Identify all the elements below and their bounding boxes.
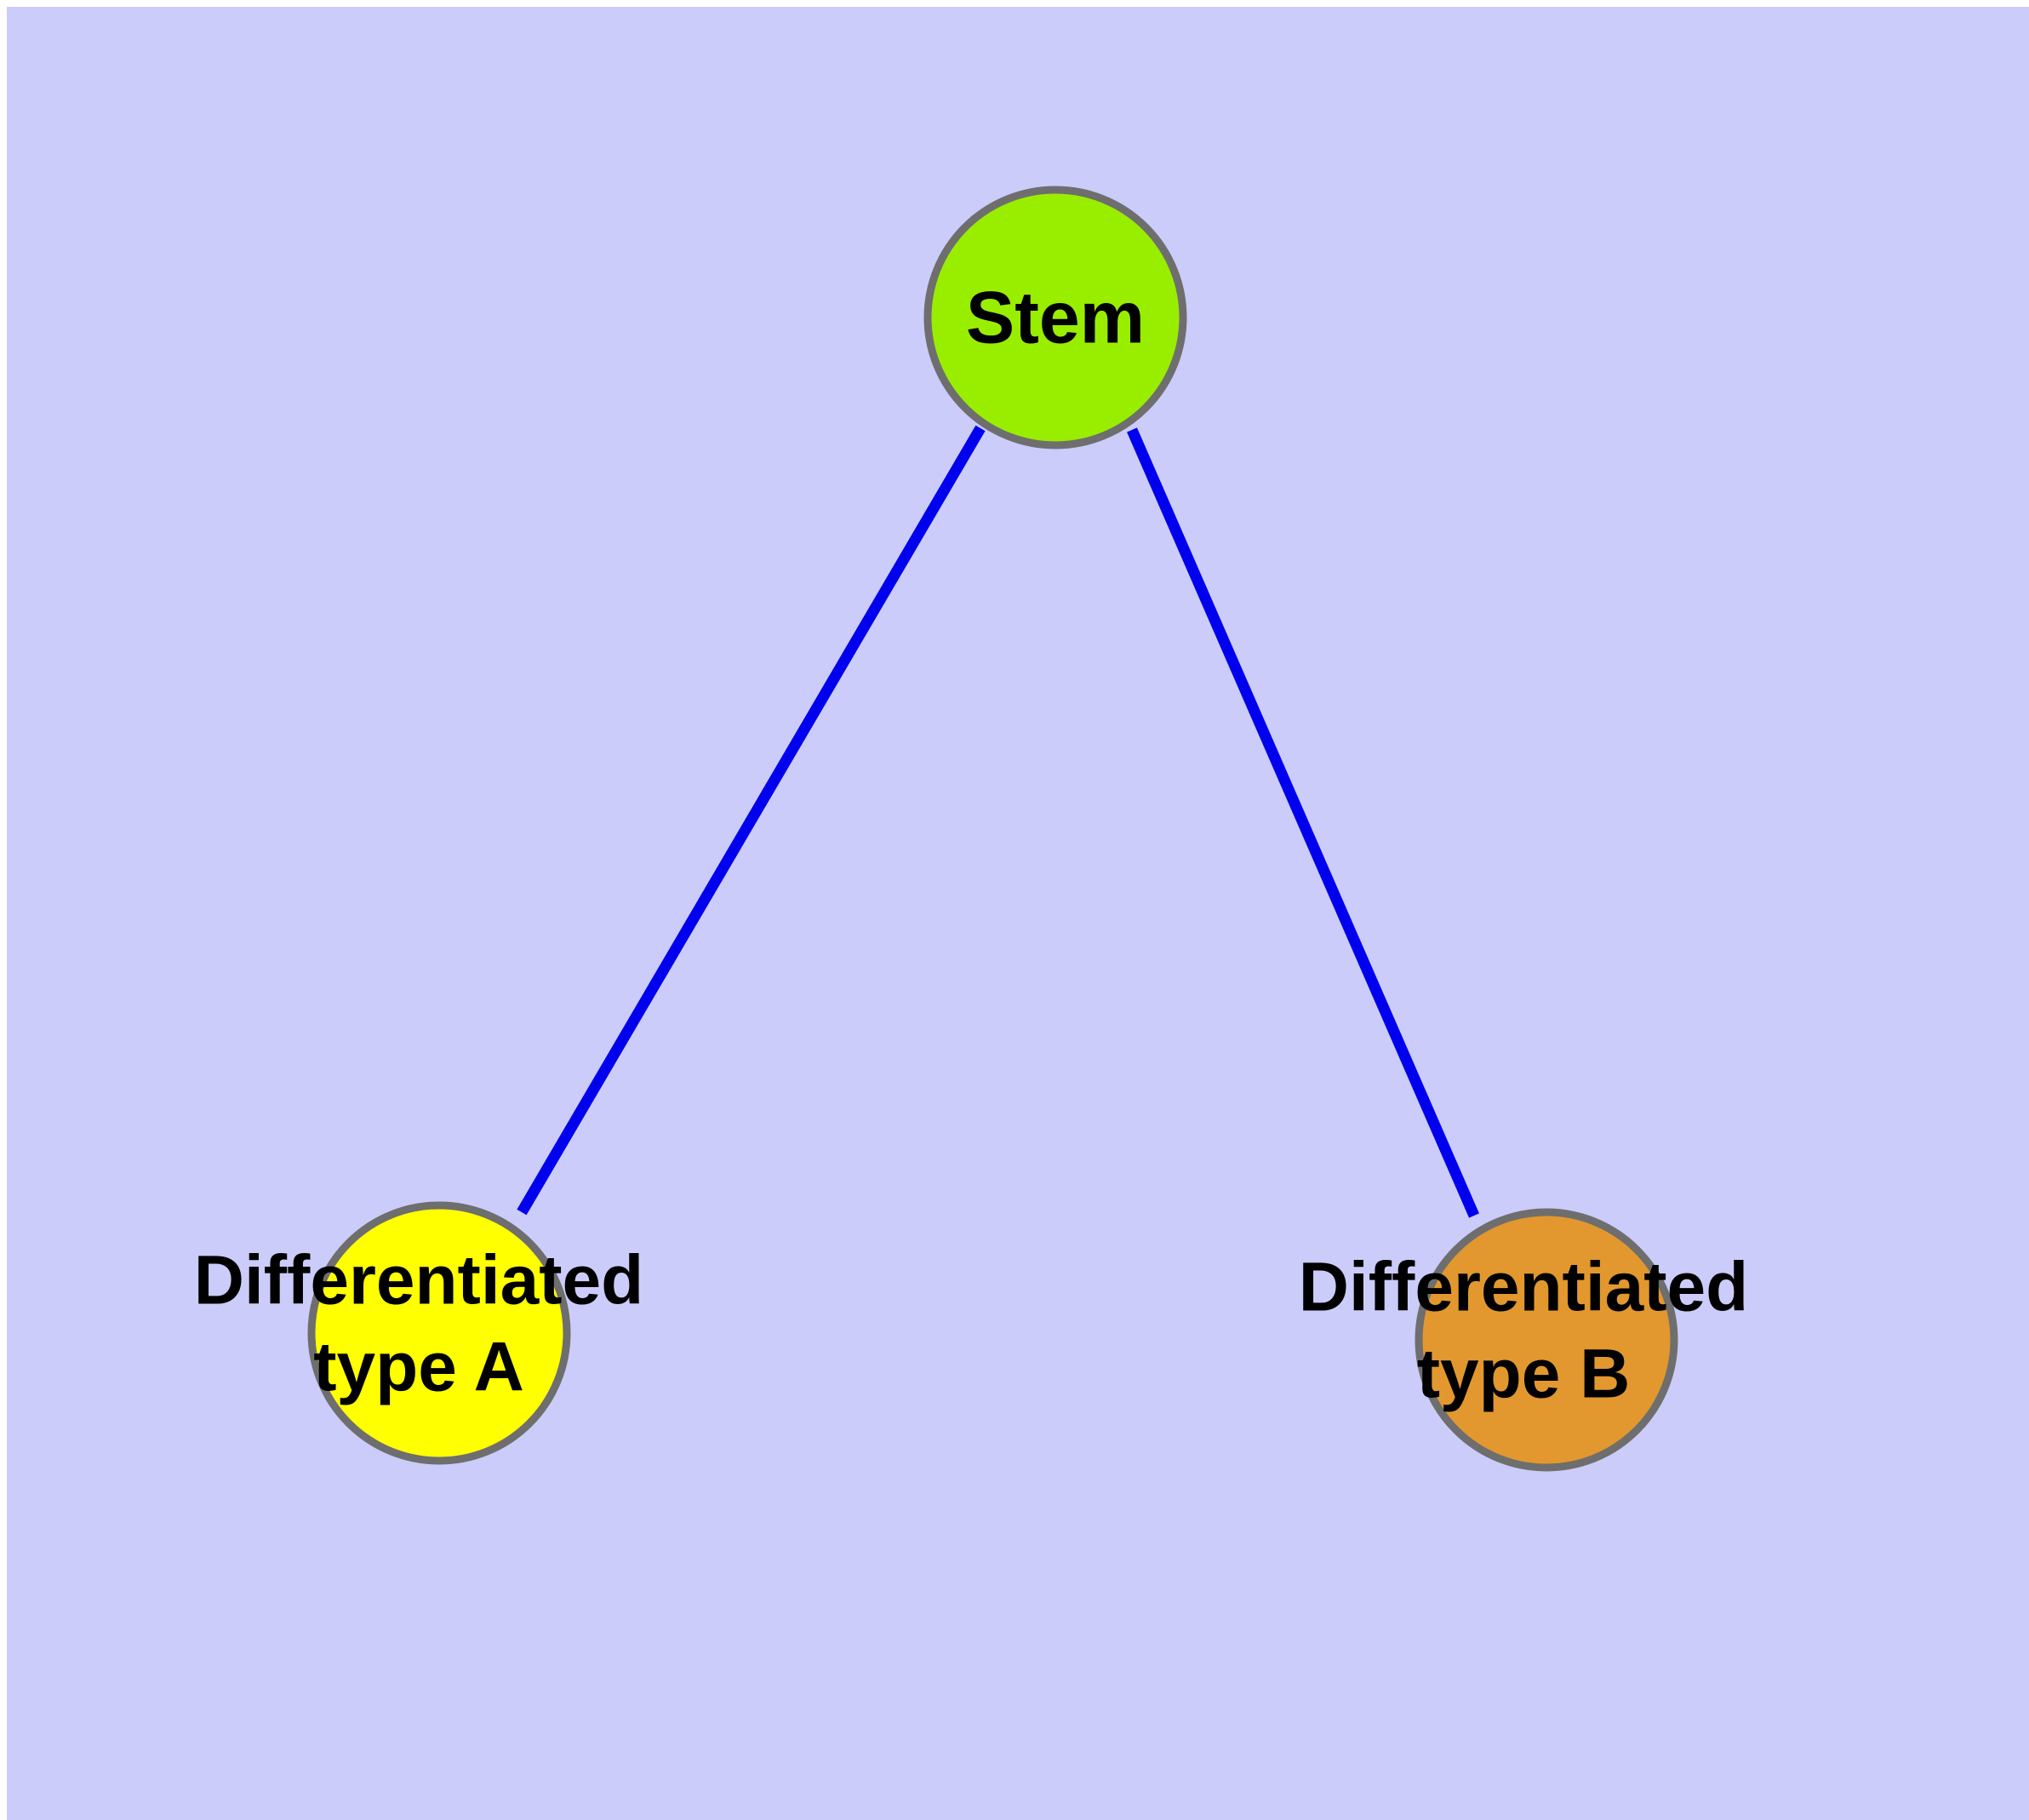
node-differentiated-b-label-line1: Differentiated xyxy=(1299,1249,1749,1326)
edge-stem-to-differentiated-b[interactable] xyxy=(1127,427,1479,1218)
node-group: Stem Differentiated type A Differentiate… xyxy=(194,186,1749,1472)
node-stem[interactable]: Stem xyxy=(923,186,1187,449)
node-differentiated-b-label-line2: type B xyxy=(1417,1336,1631,1413)
node-stem-circle[interactable] xyxy=(923,186,1187,449)
edge-group xyxy=(517,425,1479,1218)
edge-stem-to-differentiated-a[interactable] xyxy=(517,425,986,1216)
node-differentiated-a-label-line2: type A xyxy=(313,1329,524,1406)
node-differentiated-b[interactable]: Differentiated type B xyxy=(1299,1208,1749,1472)
node-differentiated-b-circle[interactable] xyxy=(1415,1208,1678,1472)
node-stem-label: Stem xyxy=(966,278,1145,359)
node-differentiated-a[interactable]: Differentiated type A xyxy=(194,1201,644,1465)
node-differentiated-a-circle[interactable] xyxy=(307,1201,571,1465)
node-differentiated-a-label-line1: Differentiated xyxy=(194,1242,644,1319)
